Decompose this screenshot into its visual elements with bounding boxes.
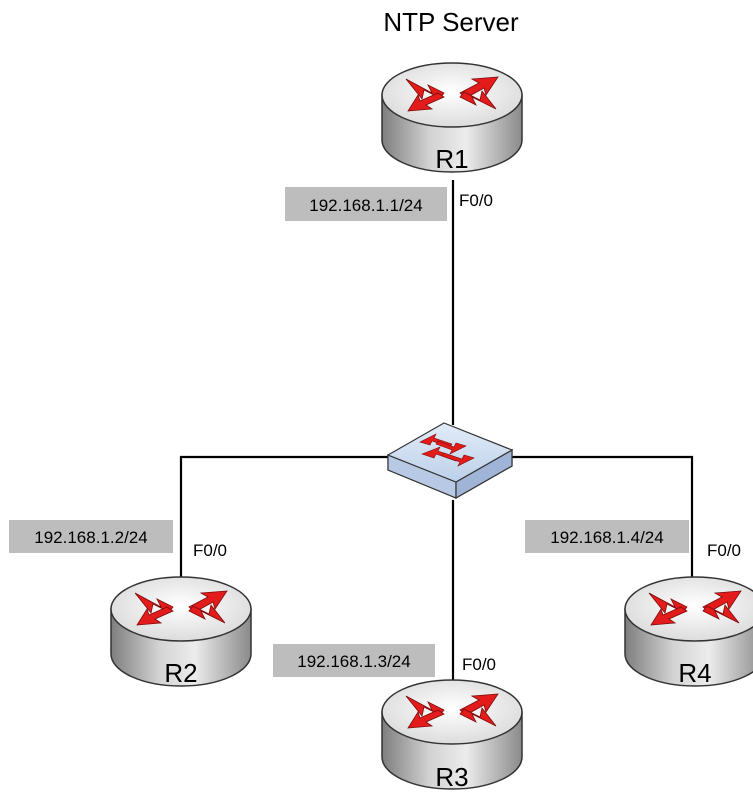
ip-box-r3	[273, 644, 435, 677]
ip-label-r1: 192.168.1.1/24	[309, 196, 422, 215]
router-r4: R4 F0/0 192.168.1.4/24	[525, 520, 753, 688]
router-name-r2: R2	[164, 658, 197, 688]
ip-box-r4	[525, 520, 689, 553]
ip-label-r3: 192.168.1.3/24	[297, 652, 410, 671]
router-name-r4: R4	[678, 658, 711, 688]
ip-box-r2	[9, 520, 173, 553]
router-name-r1: R1	[435, 144, 468, 174]
ip-label-r4: 192.168.1.4/24	[550, 528, 663, 547]
ip-label-r2: 192.168.1.2/24	[34, 528, 147, 547]
router-r3: R3 F0/0 192.168.1.3/24	[273, 644, 523, 792]
link-r4-switch	[512, 455, 694, 592]
interface-label-r4: F0/0	[707, 541, 741, 560]
ip-box-r1	[285, 187, 447, 221]
links	[179, 180, 694, 690]
router-name-r3: R3	[435, 762, 468, 792]
interface-label-r1: F0/0	[459, 191, 493, 210]
router-r2: R2 F0/0 192.168.1.2/24	[9, 520, 252, 688]
router-r1: R1 F0/0 192.168.1.1/24	[285, 62, 523, 221]
switch-icon	[386, 422, 514, 500]
diagram-title: NTP Server	[383, 7, 519, 37]
interface-label-r3: F0/0	[462, 655, 496, 674]
interface-label-r2: F0/0	[193, 541, 227, 560]
link-r2-switch	[179, 455, 392, 592]
